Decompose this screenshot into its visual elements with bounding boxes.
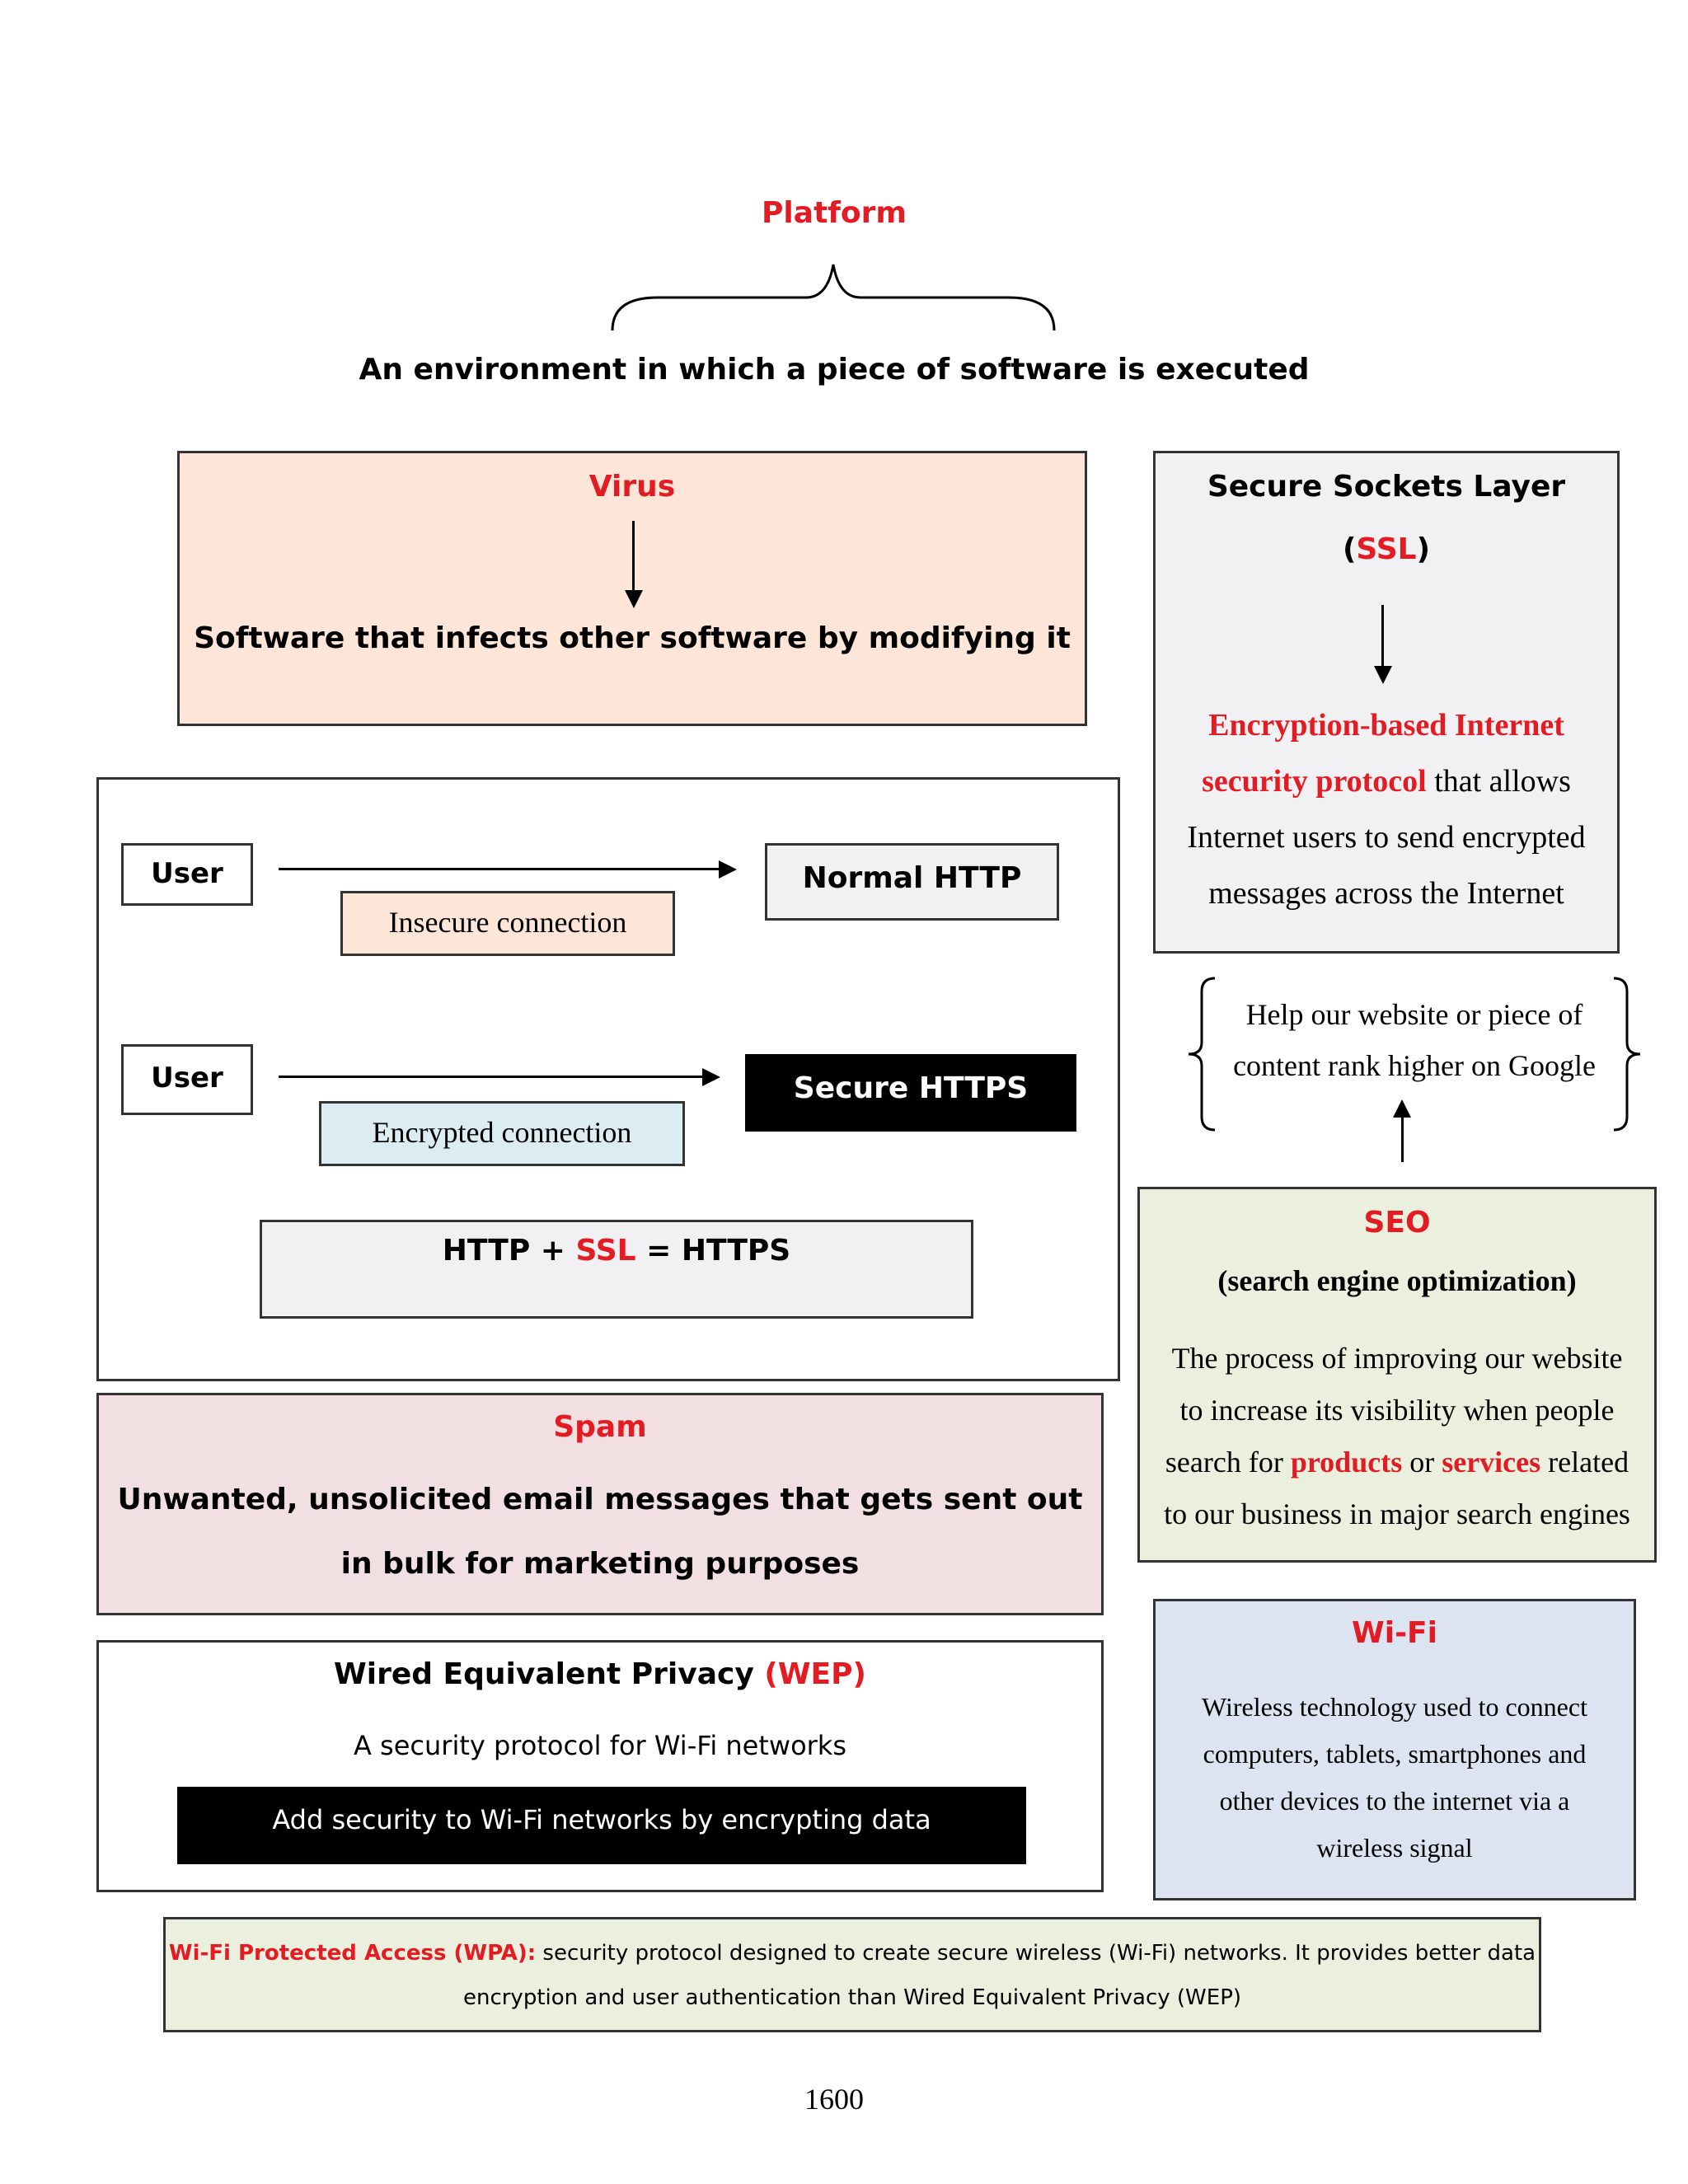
ssl-abbr: (SSL) [1342, 532, 1431, 566]
ssl-arrowhead [1374, 666, 1392, 684]
ssl-title: Secure Sockets Layer [1207, 470, 1566, 504]
seo-help-arrow [1401, 1114, 1404, 1162]
wpa-box: Wi-Fi Protected Access (WPA): security p… [163, 1917, 1541, 2032]
spam-definition: Unwanted, unsolicited email messages tha… [117, 1483, 1083, 1581]
seo-help-text: Help our website or piece of content ran… [1233, 998, 1596, 1082]
wep-purpose: Add security to Wi-Fi networks by encryp… [177, 1787, 1026, 1864]
virus-definition: Software that infects other software by … [194, 621, 1071, 655]
wifi-title: Wi-Fi [1352, 1616, 1437, 1650]
seo-help-braces [1188, 977, 1641, 1132]
encrypted-arrowhead [702, 1068, 720, 1086]
http-diagram: User Normal HTTP Insecure connection Use… [96, 777, 1120, 1381]
wep-definition: A security protocol for Wi-Fi networks [353, 1730, 846, 1761]
virus-arrowhead [625, 590, 643, 608]
seo-title: SEO [1363, 1206, 1431, 1240]
virus-arrow [632, 521, 635, 593]
normal-http-box: Normal HTTP [765, 843, 1059, 921]
wifi-definition: Wireless technology used to connect comp… [1202, 1692, 1587, 1863]
insecure-arrowhead [719, 860, 737, 879]
ssl-arrow [1381, 605, 1384, 671]
insecure-connection-label: Insecure connection [340, 891, 675, 956]
seo-definition: The process of improving our website to … [1164, 1342, 1630, 1530]
platform-definition: An environment in which a piece of softw… [359, 353, 1310, 387]
virus-box: Virus Software that infects other softwa… [177, 451, 1087, 726]
wifi-box: Wi-Fi Wireless technology used to connec… [1153, 1599, 1636, 1900]
spam-title: Spam [553, 1410, 647, 1444]
encrypted-connection-label: Encrypted connection [319, 1101, 685, 1166]
spam-box: Spam Unwanted, unsolicited email message… [96, 1393, 1104, 1615]
platform-title: Platform [762, 196, 907, 230]
virus-title: Virus [588, 470, 676, 504]
seo-help-arrowhead [1393, 1099, 1411, 1118]
secure-https-box: Secure HTTPS [745, 1054, 1076, 1132]
user-box-2: User [121, 1044, 253, 1115]
encrypted-arrow [279, 1076, 707, 1078]
insecure-arrow [279, 868, 724, 870]
wpa-text: Wi-Fi Protected Access (WPA): security p… [168, 1941, 1536, 2010]
https-formula: HTTP + SSL = HTTPS [260, 1220, 973, 1319]
seo-subtitle: (search engine optimization) [1217, 1264, 1577, 1297]
ssl-box: Secure Sockets Layer (SSL) Encryption-ba… [1153, 451, 1620, 954]
user-box-1: User [121, 843, 253, 906]
wep-title: Wired Equivalent Privacy (WEP) [334, 1657, 866, 1691]
seo-box: SEO (search engine optimization) The pro… [1137, 1187, 1657, 1563]
wep-box: Wired Equivalent Privacy (WEP) A securit… [96, 1640, 1104, 1892]
page-number: 1600 [804, 2083, 864, 2116]
platform-brace [611, 264, 1056, 331]
ssl-definition: Encryption-based Internet security proto… [1187, 708, 1586, 911]
